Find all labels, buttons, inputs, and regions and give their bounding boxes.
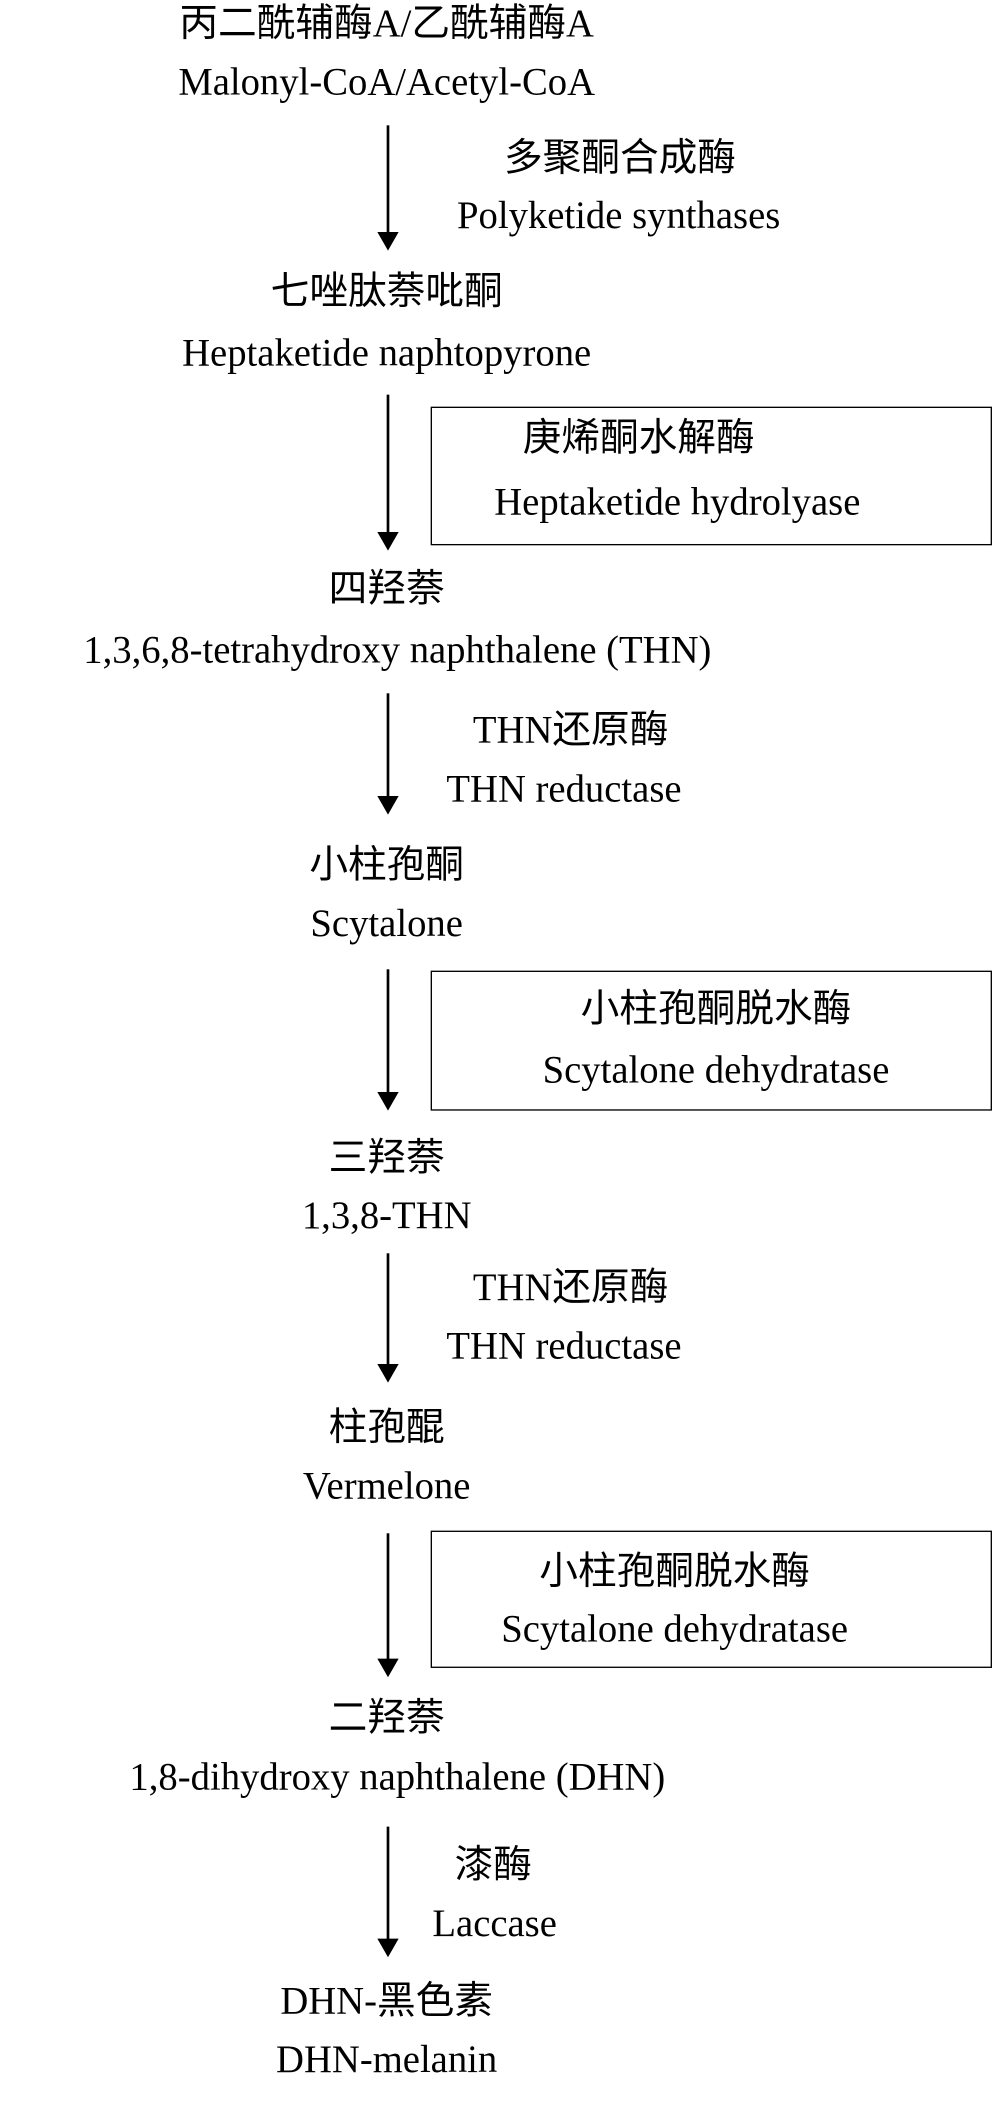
enzyme-5-zh: THN还原酶 bbox=[472, 1266, 669, 1310]
arrow-down-icon bbox=[377, 969, 399, 1111]
arrow-down-icon bbox=[377, 1253, 399, 1383]
compound-6-zh: 柱孢醌 bbox=[328, 1406, 445, 1450]
enzyme-5-en: THN reductase bbox=[446, 1325, 682, 1368]
compound-5-en: 1,3,8-THN bbox=[301, 1194, 472, 1238]
compound-6-en: Vermelone bbox=[302, 1465, 471, 1508]
enzyme-1-zh: 多聚酮合成酶 bbox=[503, 137, 736, 180]
enzyme-2-zh: 庚烯酮水解酶 bbox=[522, 417, 755, 460]
arrow-down-icon bbox=[377, 1533, 399, 1678]
compound-3-en: 1,3,6,8-tetrahydroxy naphthalene (THN) bbox=[83, 629, 712, 672]
arrow-down-icon bbox=[377, 394, 399, 551]
arrow-down-icon bbox=[377, 1826, 399, 1958]
compound-3-zh: 四羟萘 bbox=[328, 567, 445, 611]
enzyme-4-en: Scytalone dehydratase bbox=[542, 1049, 890, 1092]
compound-5-zh: 三羟萘 bbox=[328, 1137, 445, 1180]
compound-4-zh: 小柱孢酮 bbox=[309, 843, 464, 887]
arrow-down-icon bbox=[377, 125, 399, 251]
enzyme-box bbox=[430, 1530, 992, 1668]
compound-2-zh: 七唑肽萘吡酮 bbox=[270, 270, 503, 314]
enzyme-7-en: Laccase bbox=[432, 1902, 557, 1946]
compound-1-zh: 丙二酰辅酶A/乙酰辅酶A bbox=[179, 2, 594, 46]
compound-7-zh: 二羟萘 bbox=[328, 1697, 445, 1740]
compound-7-en: 1,8-dihydroxy naphthalene (DHN) bbox=[129, 1755, 666, 1799]
compound-4-en: Scytalone bbox=[310, 902, 463, 946]
enzyme-4-zh: 小柱孢酮脱水酶 bbox=[580, 987, 852, 1031]
enzyme-2-en: Heptaketide hydrolyase bbox=[494, 481, 861, 524]
enzyme-1-en: Polyketide synthases bbox=[457, 194, 781, 238]
enzyme-7-zh: 漆酶 bbox=[454, 1843, 532, 1887]
enzyme-3-en: THN reductase bbox=[446, 767, 682, 811]
enzyme-6-en: Scytalone dehydratase bbox=[501, 1607, 849, 1651]
enzyme-6-zh: 小柱孢酮脱水酶 bbox=[539, 1550, 810, 1594]
enzyme-box bbox=[430, 406, 992, 546]
enzyme-box bbox=[430, 970, 992, 1111]
arrow-down-icon bbox=[377, 693, 399, 815]
compound-2-en: Heptaketide naphtopyrone bbox=[182, 331, 592, 375]
compound-8-en: DHN-melanin bbox=[276, 2038, 498, 2082]
compound-8-zh: DHN-黑色素 bbox=[280, 1979, 493, 2023]
enzyme-3-zh: THN还原酶 bbox=[472, 709, 669, 752]
compound-1-en: Malonyl-CoA/Acetyl-CoA bbox=[178, 61, 595, 104]
